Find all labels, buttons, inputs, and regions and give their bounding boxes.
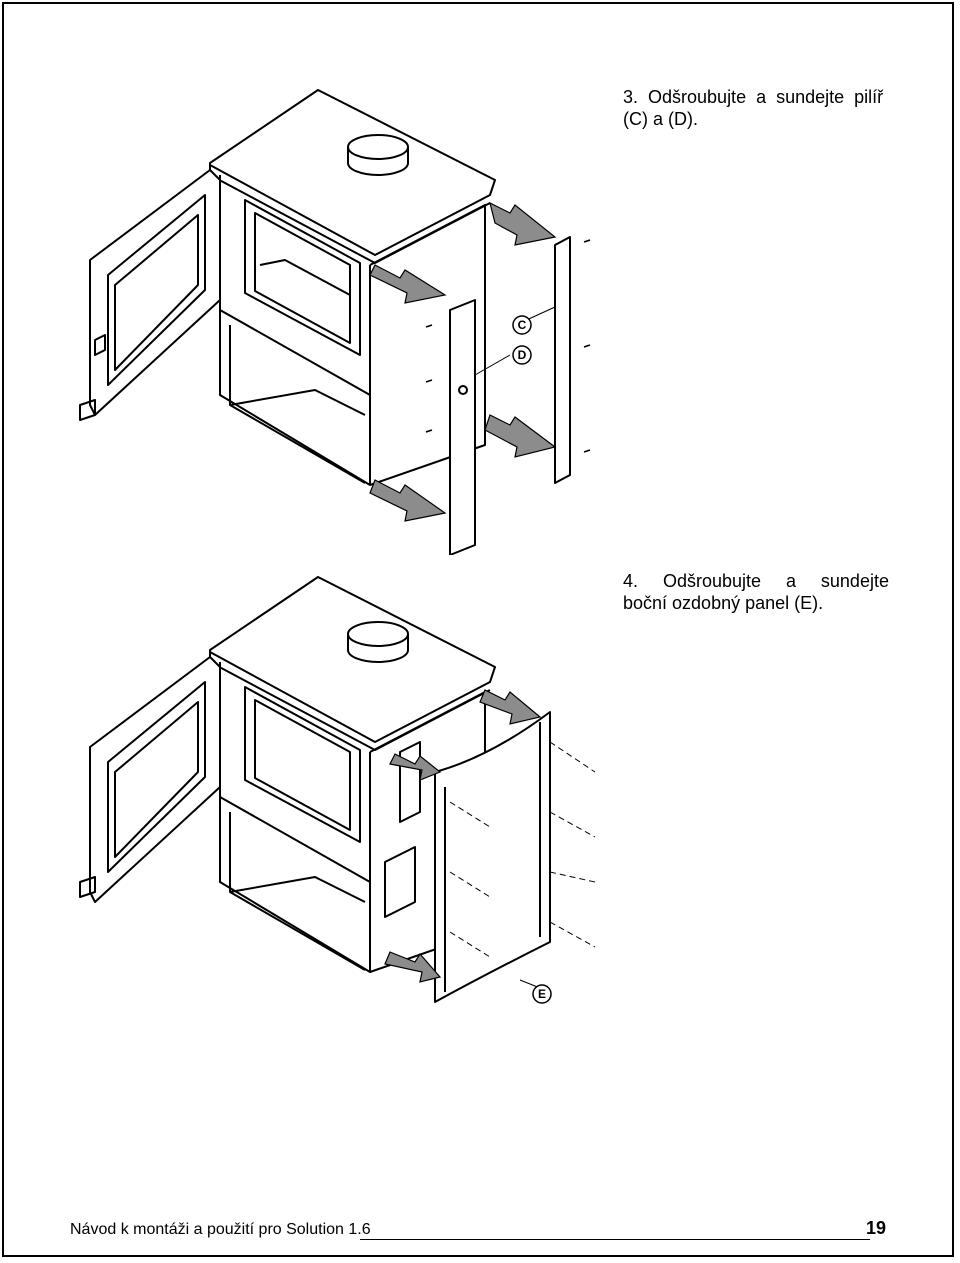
callout-c-label: C — [518, 318, 527, 332]
callout-d-label: D — [518, 348, 527, 362]
step-3-line-2: (C) a (D). — [623, 109, 698, 129]
callout-e-label: E — [538, 987, 546, 1001]
stove-pillar-removal-illustration: C D — [79, 89, 591, 555]
callout-c: C — [512, 315, 532, 335]
step-4-word-2: a — [785, 571, 796, 591]
step-3-instruction: 3. Odšroubujte a sundejte pilíř (C) a (D… — [623, 86, 893, 130]
callout-d: D — [512, 345, 532, 365]
footer-rule — [360, 1239, 870, 1240]
step-4-word-3: sundejte — [820, 571, 889, 591]
step-4-line-2: boční ozdobný panel (E). — [623, 593, 824, 613]
page-number: 19 — [866, 1218, 887, 1238]
step-4-number: 4. — [623, 571, 639, 591]
step-4-word-1: Odšroubujte — [662, 571, 762, 591]
step-3-line-1: 3. Odšroubujte a sundejte pilíř — [623, 87, 884, 107]
footer-title: Návod k montáži a použití pro Solution 1… — [70, 1221, 371, 1238]
step-4-line-1: 4. Odšroubujte a sundejte — [623, 570, 889, 592]
callout-e: E — [532, 984, 552, 1004]
stove-side-panel-removal-illustration: E — [79, 576, 596, 1004]
step-4-instruction: 4. Odšroubujte a sundejte boční ozdobný … — [623, 570, 889, 614]
